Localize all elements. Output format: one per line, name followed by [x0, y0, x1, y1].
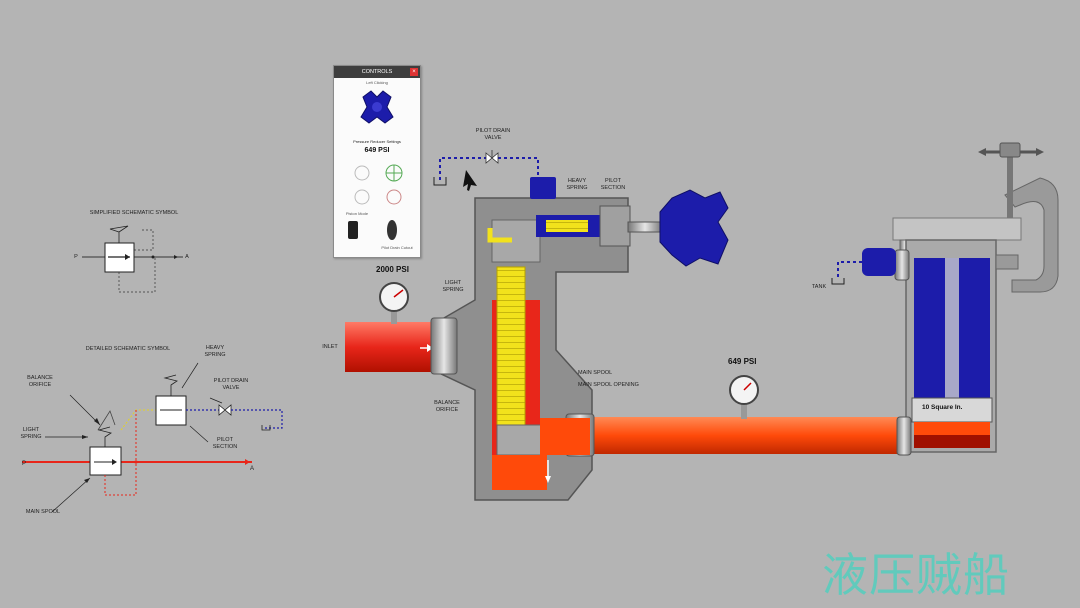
inlet-label: INLET: [322, 344, 338, 350]
simplified-port-a: A: [185, 254, 189, 260]
detailed-light-spring-label: LIGHT SPRING: [20, 427, 42, 440]
simplified-schematic-title: SIMPLIFIED SCHEMATIC SYMBOL: [89, 210, 179, 216]
inlet-pipe: [345, 322, 437, 372]
hydraulic-cylinder: [831, 142, 1059, 456]
detailed-pilot-section-label: PILOT SECTION: [212, 437, 238, 450]
pilot-drain-line: [433, 150, 539, 191]
pilot-drain-cutout-label: Pilot Drain Cutout: [381, 245, 413, 250]
pressure-reducing-valve: [430, 177, 729, 501]
heavy-spring-label: HEAVY SPRING: [566, 178, 588, 191]
outlet-pipe: [591, 417, 911, 454]
pilot-drain-valve-label: PILOT DRAIN VALVE: [475, 128, 511, 141]
pilot-section-label: PILOT SECTION: [600, 178, 626, 191]
mode-toggles-icon[interactable]: [344, 217, 410, 243]
inlet-pressure-readout: 2000 PSI: [376, 265, 409, 274]
controls-title: CONTROLS: [361, 69, 393, 75]
main-spool-label: MAIN SPOOL: [578, 370, 613, 376]
light-spring-label: LIGHT SPRING: [442, 280, 464, 293]
controls-top-caption: Left Clicking: [366, 80, 388, 85]
simplified-port-p: P: [74, 254, 78, 260]
detailed-schematic-symbol: P A: [22, 362, 283, 513]
detailed-balance-orifice-label: BALANCE ORIFICE: [27, 375, 53, 388]
pressure-knob-icon[interactable]: [357, 87, 397, 127]
detailed-main-spool-label: MAIN SPOOL: [25, 509, 61, 515]
controls-header: CONTROLS ×: [334, 66, 420, 78]
detailed-port-p: P: [22, 461, 26, 467]
outlet-pressure-gauge: [729, 375, 759, 419]
piston-mode-label: Piston Mode: [345, 211, 369, 216]
simplified-schematic-symbol: [82, 225, 183, 293]
detailed-heavy-spring-label: HEAVY SPRING: [204, 345, 226, 358]
inlet-pressure-gauge: [379, 282, 409, 324]
outlet-pressure-readout: 649 PSI: [728, 357, 757, 366]
watermark-text: 液压贼船: [822, 548, 1010, 602]
detailed-port-a: A: [250, 466, 254, 472]
close-icon[interactable]: ×: [410, 68, 418, 76]
controls-panel: CONTROLS × Left Clicking Pressure Reduce…: [333, 65, 421, 258]
main-spool-opening-label: MAIN SPOOL OPENING: [578, 382, 639, 388]
tank-label: TANK: [811, 284, 827, 290]
detailed-schematic-title: DETAILED SCHEMATIC SYMBOL: [85, 346, 171, 352]
mode-options-icon[interactable]: [350, 161, 408, 209]
pressure-setting-caption: Pressure Reducer Settings: [353, 139, 401, 144]
balance-orifice-label: BALANCE ORIFICE: [434, 400, 460, 413]
cylinder-area-label: 10 Square In.: [922, 404, 963, 411]
pressure-setting-value: 649 PSI: [364, 147, 390, 154]
detailed-pilot-drain-valve-label: PILOT DRAIN VALVE: [213, 378, 249, 391]
